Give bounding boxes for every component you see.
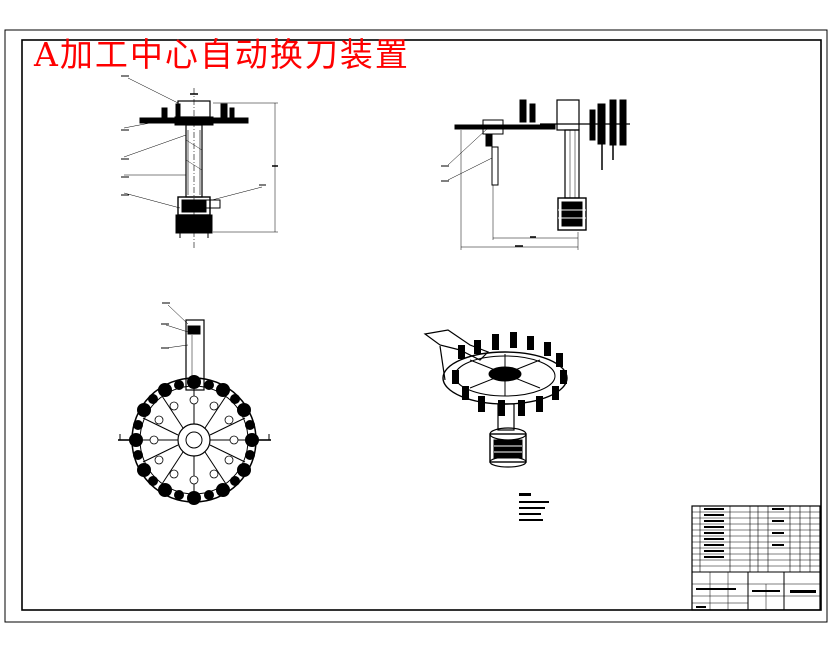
inner-border: [21, 39, 822, 611]
outer-border: [4, 29, 828, 623]
side-view: [441, 99, 630, 250]
isometric-view: [423, 329, 568, 468]
plan-view: [118, 302, 271, 505]
technical-notes: [519, 493, 549, 521]
front-view: [121, 75, 278, 250]
title-block: [691, 505, 821, 611]
drawing-title: A加工中心自动换刀装置: [34, 35, 410, 74]
